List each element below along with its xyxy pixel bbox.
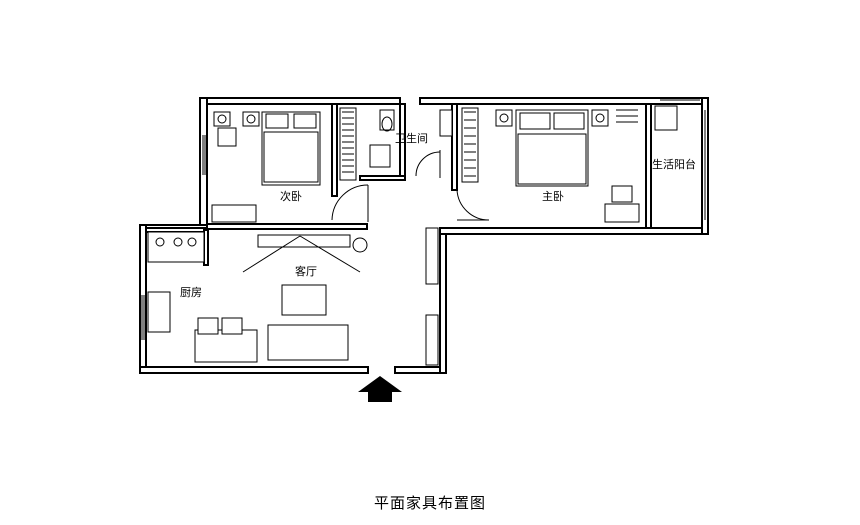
- entrance-arrow-icon: [358, 376, 402, 402]
- room-label-master-bedroom: 主卧: [542, 190, 564, 203]
- room-label-second-bedroom: 次卧: [280, 189, 302, 203]
- walls: [139, 97, 709, 374]
- room-label-balcony: 生活阳台: [652, 157, 696, 171]
- wardrobe-hatch-left: [342, 111, 354, 173]
- windows: [141, 99, 706, 340]
- room-label-living-room: 客厅: [295, 264, 317, 278]
- living-room-furniture: [242, 227, 439, 366]
- room-label-bathroom: 卫生间: [395, 131, 428, 145]
- second-bedroom-furniture: [211, 107, 357, 223]
- kitchen-furniture: [147, 231, 258, 363]
- wardrobe-hatch-right: [464, 109, 638, 177]
- bathroom-fixtures: [369, 109, 453, 168]
- plan-caption: 平面家具布置图: [373, 494, 486, 512]
- doors: [331, 150, 490, 222]
- master-bedroom-furniture: [461, 105, 678, 223]
- room-label-kitchen: 厨房: [180, 286, 202, 299]
